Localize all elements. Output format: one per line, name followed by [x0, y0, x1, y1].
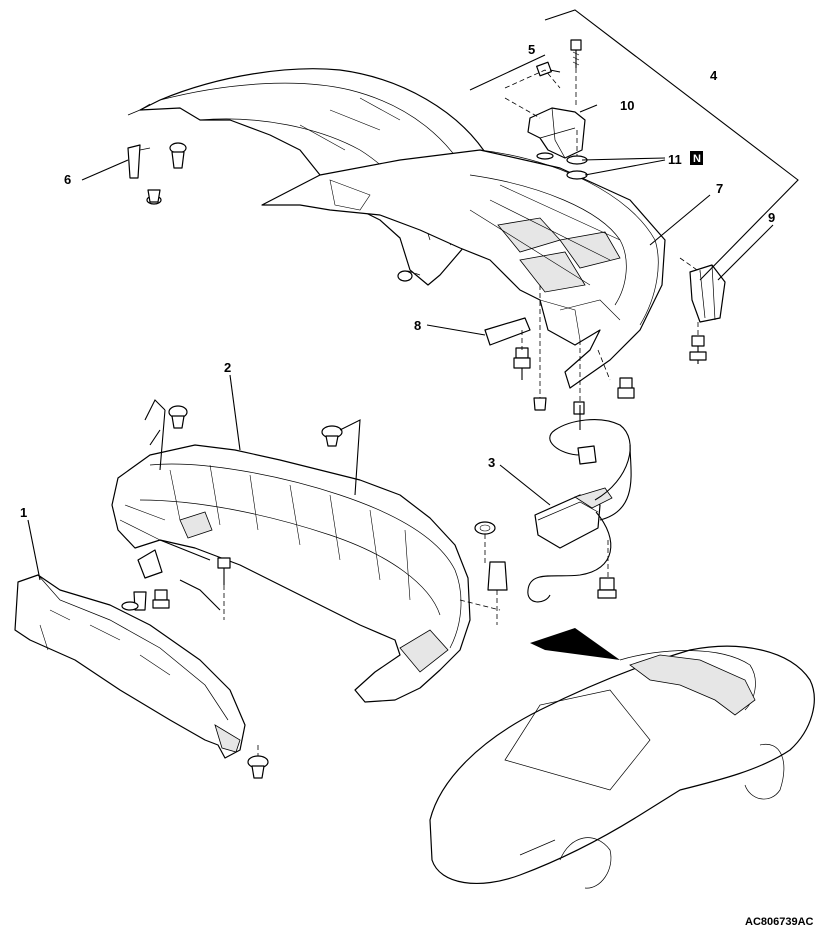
- callout-2: 2: [224, 360, 231, 375]
- callout-1: 1: [20, 505, 27, 520]
- new-part-badge: [690, 151, 703, 165]
- rear-parcel-tray: [111, 429, 471, 703]
- lower-rear-panel: [14, 574, 269, 779]
- rear-deck-frame: [261, 149, 666, 389]
- figure-id: AC806739AC: [745, 916, 814, 928]
- tray-fasteners: [121, 405, 508, 611]
- bolt-head-icon-2: [536, 61, 552, 77]
- leader-lines: [27, 9, 799, 611]
- callout-7: 7: [716, 181, 723, 196]
- vehicle-location-view: [429, 645, 815, 889]
- callout-6: 6: [64, 172, 71, 187]
- trim-clip: [127, 144, 151, 179]
- location-arrow-icon: [530, 628, 620, 660]
- control-module-harness: [527, 405, 632, 603]
- assembly-lines: [223, 68, 701, 756]
- callout-8: 8: [414, 318, 421, 333]
- side-bracket: [689, 264, 726, 364]
- callout-4: 4: [710, 68, 718, 83]
- reinforcement-plate: [484, 317, 531, 346]
- new-part-badge-label: N: [693, 153, 701, 165]
- callout-9: 9: [768, 210, 775, 225]
- callout-5: 5: [528, 42, 535, 57]
- hinge-bracket-assembly: [527, 39, 586, 159]
- push-rivets: [146, 142, 413, 282]
- callout-11: 11: [668, 152, 682, 167]
- callout-10: 10: [620, 98, 634, 113]
- bolt-head-icon: [570, 39, 582, 51]
- deck-bolts: [513, 347, 635, 415]
- callout-3: 3: [488, 455, 495, 470]
